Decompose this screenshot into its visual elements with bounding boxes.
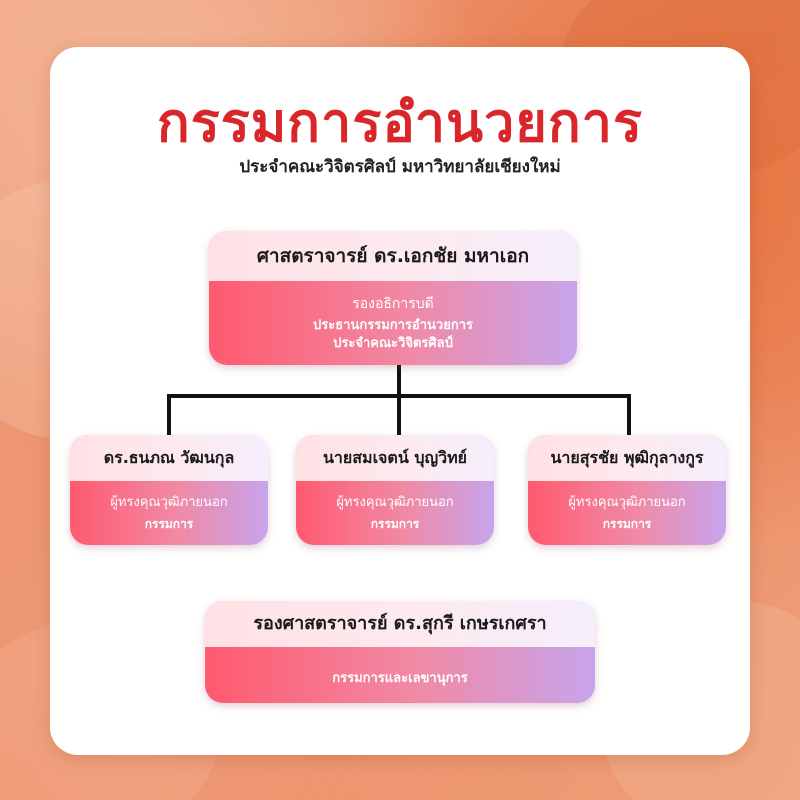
org-chart-card: กรรมการอำนวยการ ประจำคณะวิจิตรศิลป์ มหาว… <box>50 47 750 755</box>
secretary-role: กรรมการและเลขานุการ <box>332 671 468 686</box>
member-position: ผู้ทรงคุณวุฒิภายนอก <box>336 495 454 510</box>
member-name: นายสมเจตน์ บุญวิทย์ <box>296 435 494 481</box>
member-position: ผู้ทรงคุณวุฒิภายนอก <box>568 495 686 510</box>
member-node-1: ดร.ธนภณ วัฒนกุล ผู้ทรงคุณวุฒิภายนอก กรรม… <box>70 435 268 545</box>
member-role: กรรมการ <box>144 517 194 531</box>
member-name: ดร.ธนภณ วัฒนกุล <box>70 435 268 481</box>
member-role: กรรมการ <box>602 517 652 531</box>
chairman-name: ศาสตราจารย์ ดร.เอกชัย มหาเอก <box>209 231 577 281</box>
member-position: ผู้ทรงคุณวุฒิภายนอก <box>110 495 228 510</box>
page-title: กรรมการอำนวยการ <box>157 91 643 154</box>
page-subtitle: ประจำคณะวิจิตรศิลป์ มหาวิทยาลัยเชียงใหม่ <box>239 157 561 177</box>
chairman-node: ศาสตราจารย์ ดร.เอกชัย มหาเอก รองอธิการบด… <box>209 231 577 365</box>
connector-lines <box>167 365 631 435</box>
member-node-2: นายสมเจตน์ บุญวิทย์ ผู้ทรงคุณวุฒิภายนอก … <box>296 435 494 545</box>
secretary-name: รองศาสตราจารย์ ดร.สุกรี เกษรเกศรา <box>205 601 595 647</box>
member-name: นายสุรชัย พุฒิกุลางกูร <box>528 435 726 481</box>
member-role: กรรมการ <box>370 517 420 531</box>
chairman-role-line1: ประธานกรรมการอำนวยการ <box>313 318 473 333</box>
chairman-role-line2: ประจำคณะวิจิตรศิลป์ <box>333 336 453 351</box>
member-node-3: นายสุรชัย พุฒิกุลางกูร ผู้ทรงคุณวุฒิภายน… <box>528 435 726 545</box>
chairman-position: รองอธิการบดี <box>352 296 434 312</box>
secretary-node: รองศาสตราจารย์ ดร.สุกรี เกษรเกศรา กรรมกา… <box>205 601 595 703</box>
